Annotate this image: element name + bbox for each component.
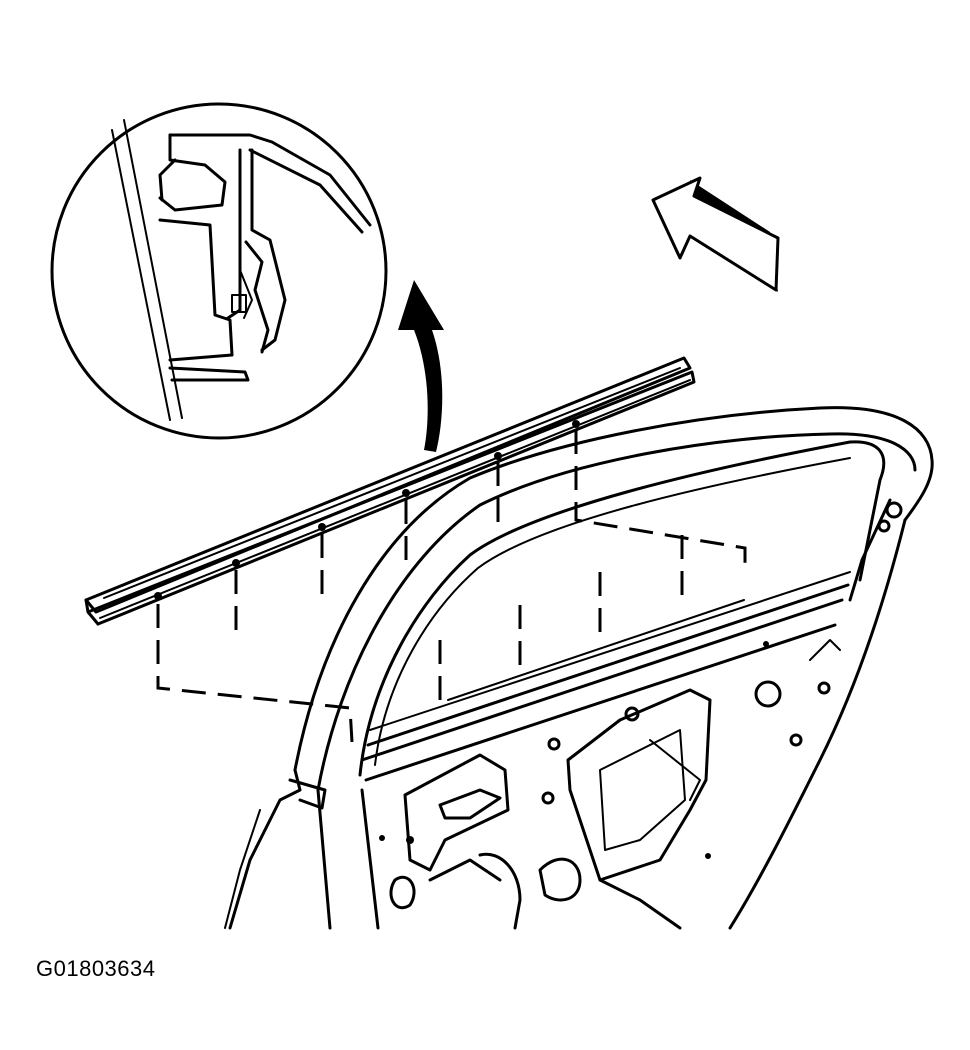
magnified-clip-detail-icon <box>50 102 388 440</box>
forward-direction-arrow-icon <box>651 176 780 292</box>
curved-arrow-icon <box>398 280 444 452</box>
figure-id-label: G01803634 <box>36 956 156 981</box>
installation-guide-lines <box>156 430 747 743</box>
door-frame <box>224 406 934 930</box>
belt-molding-strip <box>84 356 696 626</box>
